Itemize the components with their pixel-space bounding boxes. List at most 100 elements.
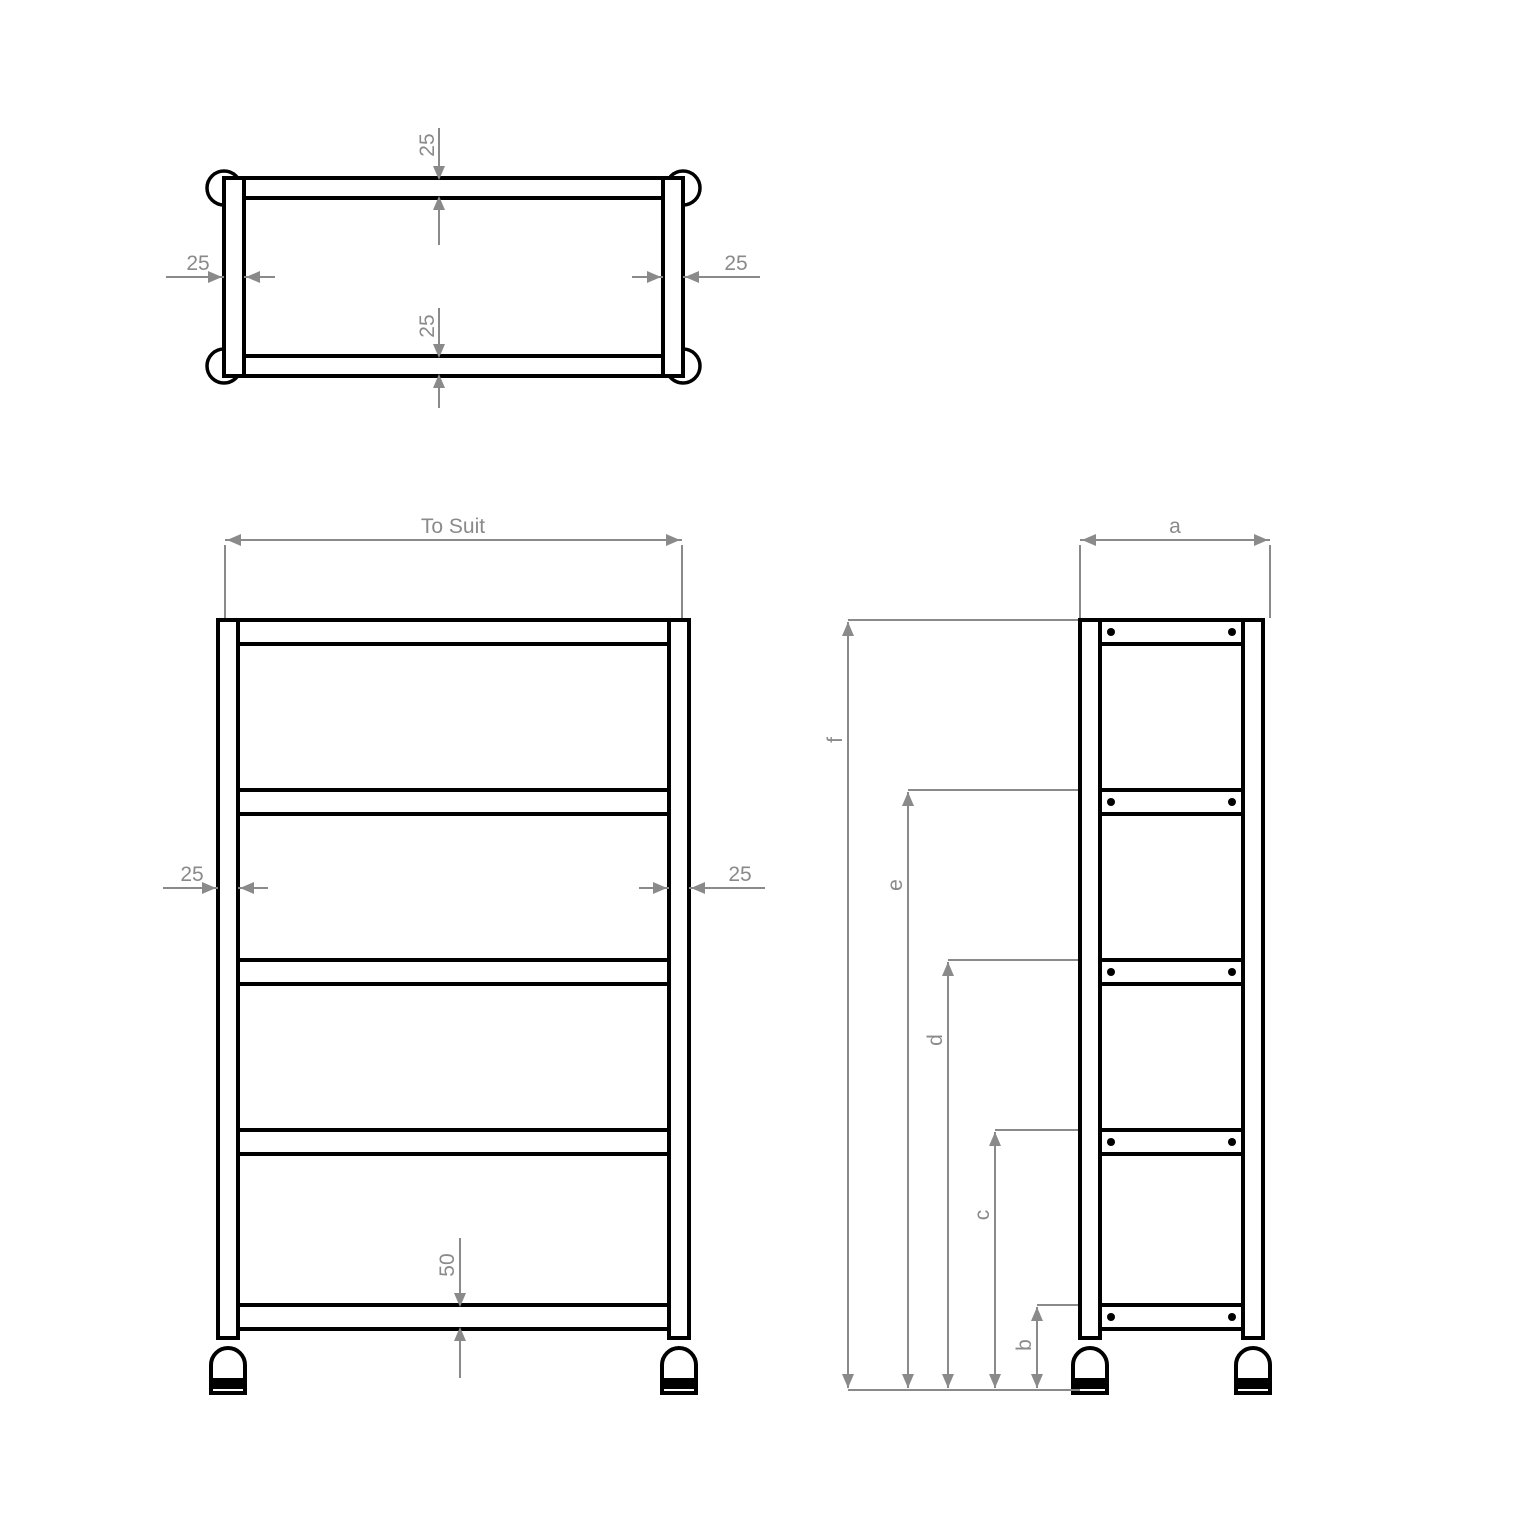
front-dim-arrow-right [666,534,680,546]
side-shelf-3 [1098,958,1245,986]
side-shelf-3-rail [1098,958,1245,986]
front-dim-label-left: 25 [180,863,203,886]
plan-dim-arrow-top-down [433,166,445,180]
side-shelf-2-bolt-left [1107,798,1115,806]
plan-dimension-top: 25 [416,128,445,245]
plan-dim-arrow-right-left [685,271,699,283]
plan-rail-right [661,176,685,378]
side-dim-label-b: b [1013,1339,1036,1351]
plan-rail-bottom [222,354,685,378]
plan-dim-label-bottom: 25 [416,314,439,337]
side-shelf-5-rail [1098,1303,1245,1331]
side-elevation-view: a f e [824,515,1272,1395]
front-dim-arrow-bottom-up [454,1327,466,1341]
side-dim-label-d: d [924,1034,947,1046]
side-dim-arrow-b-down [1031,1374,1043,1388]
side-shelf-1-bolt-left [1107,628,1115,636]
side-foot-right [1234,1346,1272,1395]
side-foot-left-band [1073,1378,1107,1389]
side-dim-arrow-d-up [942,962,954,976]
side-post-left [1078,618,1102,1340]
plan-dimension-left: 25 [166,252,275,283]
front-shelf-rail-2 [236,788,671,816]
front-dim-arrow-left [227,534,241,546]
side-shelf-1-bolt-right [1228,628,1236,636]
side-dimension-c: c [971,1129,1078,1388]
front-dimension-bottom-rail: 50 [436,1238,466,1378]
side-dimension-b: b [1013,1304,1078,1388]
side-dim-arrow-c-up [989,1132,1001,1146]
side-shelf-4-bolt-right [1228,1138,1236,1146]
front-dimension-left: 25 [163,863,268,894]
plan-view: 25 25 25 [166,128,760,408]
side-dim-arrow-d-down [942,1374,954,1388]
side-dim-label-a: a [1169,515,1181,538]
front-dim-arrow-left-out [240,882,254,894]
front-foot-right-band [662,1378,696,1389]
front-dim-arrow-left-in [202,882,216,894]
side-dim-arrow-e-down [902,1374,914,1388]
front-post-right [667,618,691,1340]
side-dimension-d: d [924,959,1078,1388]
side-foot-right-base [1234,1391,1272,1395]
side-dimension-width: a [1079,515,1271,618]
front-dim-arrow-right-out [691,882,705,894]
front-dimension-right: 25 [639,863,765,894]
plan-dim-arrow-left-right [208,271,222,283]
front-dim-arrow-right-in [653,882,667,894]
front-dim-label-bottom: 50 [436,1253,459,1276]
side-foot-left [1071,1346,1109,1395]
front-shelf-rail-4 [236,1128,671,1156]
plan-dim-label-left: 25 [186,252,209,275]
front-dimension-width: To Suit [224,515,683,618]
plan-inner-frame [242,196,665,358]
plan-dim-arrow-bottom-up [433,374,445,388]
side-shelf-3-bolt-right [1228,968,1236,976]
front-elevation-view: To Suit 25 25 [163,515,765,1395]
side-dim-arrow-a-right [1254,534,1268,546]
plan-dimension-bottom: 25 [416,308,445,408]
front-shelf-rail-1 [236,618,671,646]
side-shelf-2-rail [1098,788,1245,816]
side-shelf-2-bolt-right [1228,798,1236,806]
side-dimension-f: f [824,619,1078,1388]
side-dim-arrow-b-up [1031,1307,1043,1321]
front-dim-arrow-bottom-down [454,1293,466,1307]
side-shelf-2 [1098,788,1245,816]
side-dim-arrow-e-up [902,792,914,806]
side-shelf-5 [1098,1303,1245,1331]
plan-dim-arrow-top-up [433,196,445,210]
plan-dim-label-right: 25 [724,252,747,275]
side-shelf-4-bolt-left [1107,1138,1115,1146]
side-dim-label-c: c [971,1210,994,1221]
plan-dim-label-top: 25 [416,133,439,156]
side-shelf-1-rail [1098,618,1245,646]
side-foot-left-base [1071,1391,1109,1395]
side-dim-arrow-f-up [842,622,854,636]
front-foot-left-band [211,1378,245,1389]
side-shelf-3-bolt-left [1107,968,1115,976]
front-foot-left-base [209,1391,247,1395]
plan-rail-top [222,176,685,200]
front-shelf-rail-3 [236,958,671,986]
side-shelf-5-bolt-right [1228,1313,1236,1321]
side-dim-arrow-f-down [842,1374,854,1388]
plan-dimension-right: 25 [632,252,760,283]
side-dim-arrow-c-down [989,1374,1001,1388]
side-dim-label-e: e [884,879,907,891]
side-shelf-4 [1098,1128,1245,1156]
side-shelf-4-rail [1098,1128,1245,1156]
plan-dim-arrow-left-left [246,271,260,283]
side-foot-right-band [1236,1378,1270,1389]
plan-rail-left [222,176,246,378]
side-dimension-e: e [884,789,1078,1388]
front-foot-right-base [660,1391,698,1395]
side-post-right [1241,618,1265,1340]
front-shelf-rail-5 [236,1303,671,1331]
front-foot-left [209,1346,247,1395]
side-dim-label-f: f [824,737,847,743]
front-post-left [216,618,240,1340]
front-dim-label-width: To Suit [421,515,485,538]
